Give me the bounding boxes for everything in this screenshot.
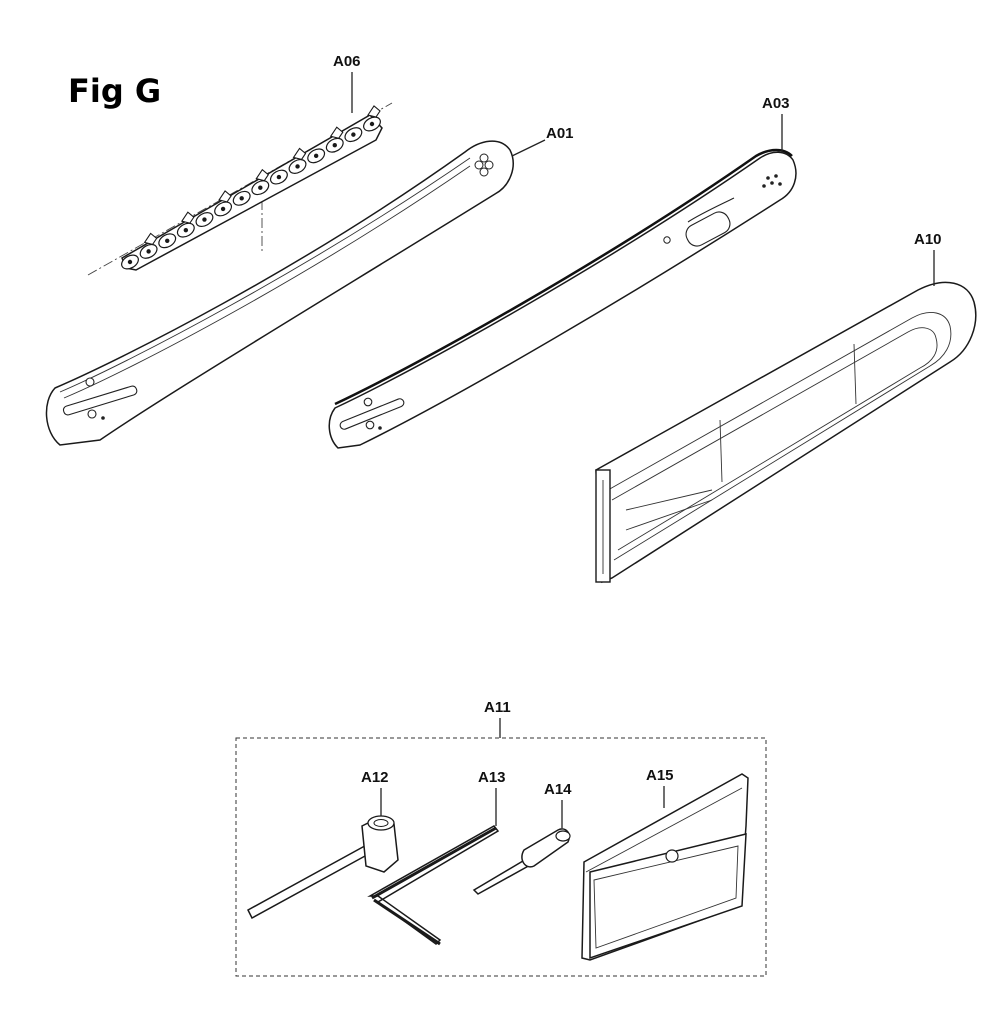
chain-rivet — [351, 132, 356, 137]
chain-cutter — [180, 211, 195, 224]
chain-cutter — [218, 190, 232, 203]
chain-rivet — [369, 121, 375, 127]
chain-cutter — [255, 168, 270, 182]
callout-a15: A15 — [646, 767, 674, 784]
chain-rivet — [202, 217, 207, 222]
chain-cutter — [329, 126, 344, 139]
chain-rivet — [295, 164, 300, 169]
callout-a03: A03 — [762, 95, 790, 112]
chain-rivet — [220, 206, 226, 212]
callout-a01: A01 — [546, 125, 574, 142]
callout-a06: A06 — [333, 53, 361, 70]
chain-rivet — [258, 185, 263, 190]
tool-kit-outline — [235, 737, 767, 977]
chain-rivet — [146, 249, 151, 254]
callout-a13: A13 — [478, 769, 506, 786]
chain-rivet — [183, 227, 189, 233]
guide-bar-a01 — [45, 139, 546, 446]
chain-rivet — [313, 153, 319, 159]
figure-title: Fig G — [68, 72, 161, 110]
callout-a14: A14 — [544, 781, 572, 798]
chain-rivet — [332, 143, 337, 148]
chain-cutter — [143, 232, 158, 246]
guide-bar-a03 — [328, 114, 797, 449]
chain-rivet — [276, 174, 282, 180]
callout-a12: A12 — [361, 769, 389, 786]
saw-chain — [87, 72, 393, 276]
callout-a10: A10 — [914, 231, 942, 248]
chain-cutter — [367, 105, 381, 118]
tool-bag — [581, 773, 749, 961]
combination-wrench — [247, 788, 399, 920]
chain-rivet — [165, 238, 170, 243]
bar-cover — [595, 250, 977, 584]
hex-key — [367, 788, 500, 946]
chain-rivet — [239, 196, 244, 201]
screwdriver — [472, 800, 571, 895]
callout-a11: A11 — [484, 699, 511, 716]
chain-rivet — [127, 259, 133, 265]
chain-cutter — [292, 147, 307, 161]
